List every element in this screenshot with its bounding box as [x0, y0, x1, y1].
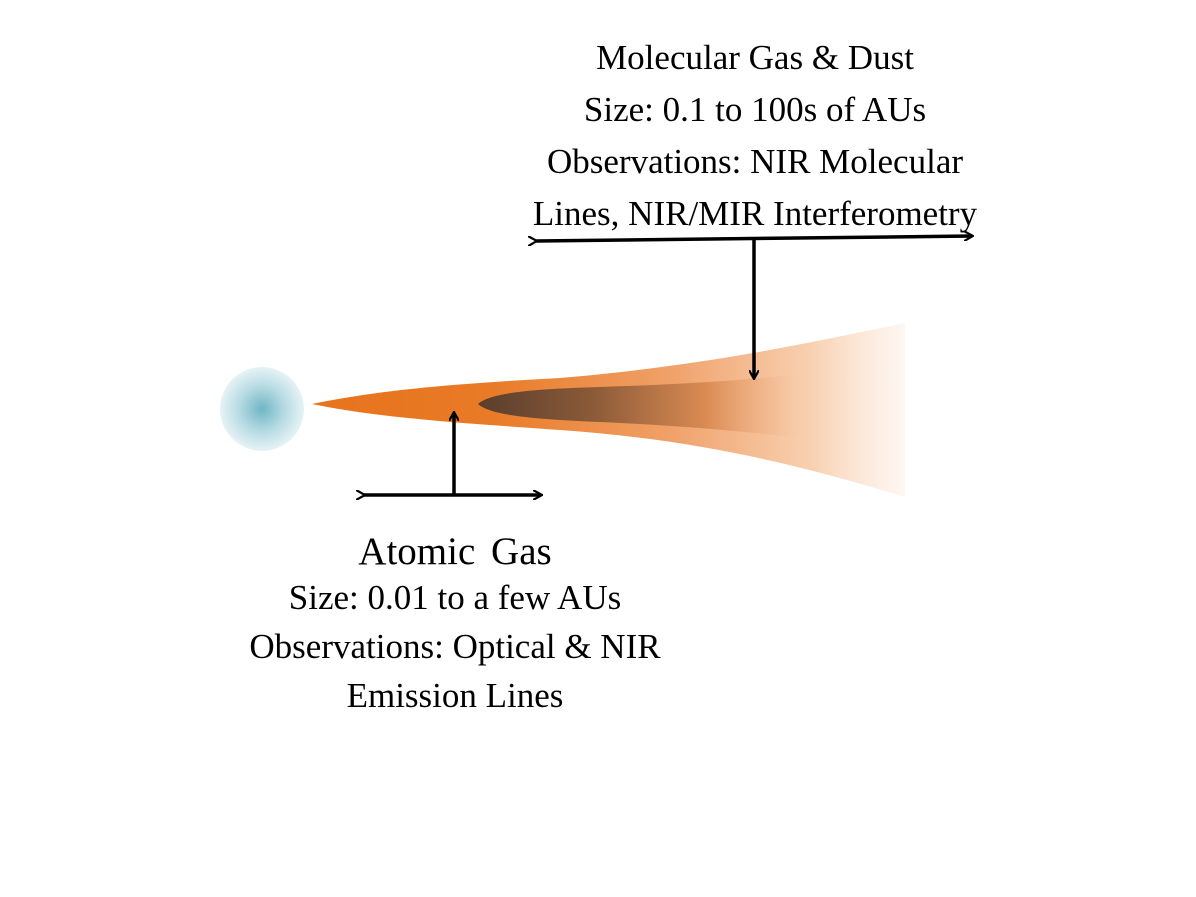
- molecular-title: Molecular Gas & Dust: [596, 38, 914, 77]
- atomic-title: Atomic Gas: [358, 530, 552, 573]
- molecular-observations-line-1: Observations: NIR Molecular: [546, 142, 964, 181]
- molecular-size: Size: 0.1 to 100s of AUs: [583, 90, 927, 129]
- molecular-gas-label: Molecular Gas & Dust Size: 0.1 to 100s o…: [460, 38, 1050, 246]
- atomic-size: Size: 0.01 to a few AUs: [288, 578, 622, 617]
- atomic-observations-line-2: Emission Lines: [346, 676, 564, 715]
- central-star: [220, 367, 304, 451]
- molecular-span-arrow: [536, 236, 972, 241]
- atomic-observations-line-1: Observations: Optical & NIR: [249, 627, 661, 666]
- molecular-region: [478, 372, 820, 440]
- atomic-gas-label: Atomic Gas Size: 0.01 to a few AUs Obser…: [185, 530, 725, 725]
- molecular-observations-line-2: Lines, NIR/MIR Interferometry: [532, 194, 978, 233]
